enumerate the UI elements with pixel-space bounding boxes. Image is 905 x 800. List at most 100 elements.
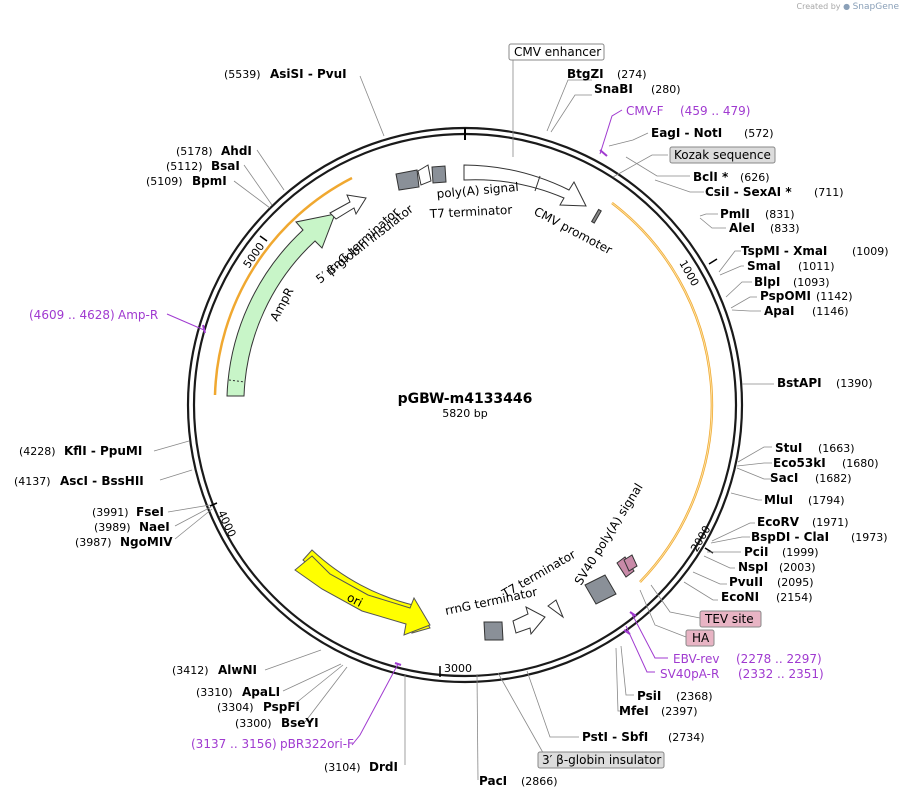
svg-text:(1390): (1390) — [836, 377, 873, 390]
enzyme-bsshii: (4137)AscI - BssHII — [14, 474, 144, 488]
snapgene-watermark: Created by ● SnapGene — [797, 2, 900, 12]
enzyme-ecorv: EcoRV (1971) — [757, 515, 849, 529]
svg-text:(5112): (5112) — [166, 160, 203, 173]
svg-text:ApaI: ApaI — [764, 304, 794, 318]
svg-text:(1680): (1680) — [842, 457, 879, 470]
svg-text:(1663): (1663) — [818, 442, 855, 455]
enzyme-tspmi: TspMI - XmaI(1009) — [741, 244, 889, 258]
enzyme-bcli: BclI * (626) — [693, 170, 770, 184]
svg-text:(1146): (1146) — [812, 305, 849, 318]
svg-text:KflI - PpuMI: KflI - PpuMI — [64, 444, 142, 458]
svg-text:(2154): (2154) — [776, 591, 813, 604]
polya-signal-label: poly(A) signal — [436, 180, 519, 201]
enzyme-bsai: (5112) BsaI — [166, 159, 240, 173]
svg-text:(5109): (5109) — [146, 175, 183, 188]
svg-text:(280): (280) — [651, 83, 681, 96]
svg-text:(3304): (3304) — [217, 701, 254, 714]
svg-text:(626): (626) — [740, 171, 770, 184]
primer-leader-lines — [166, 109, 668, 746]
tev-boxed-label: TEV site — [699, 610, 762, 628]
svg-text:(1093): (1093) — [793, 276, 830, 289]
svg-text:NaeI: NaeI — [139, 520, 170, 534]
watermark-brand: SnapGene — [852, 2, 899, 12]
svg-text:BseYI: BseYI — [281, 716, 319, 730]
svg-text:SmaI: SmaI — [747, 259, 781, 273]
svg-text:(3104): (3104) — [324, 761, 361, 774]
svg-text:(3412): (3412) — [172, 664, 209, 677]
svg-text:EBV-rev: EBV-rev — [673, 652, 719, 666]
svg-text:3000: 3000 — [444, 662, 472, 675]
enzyme-pvuii: PvuII (2095) — [729, 575, 814, 589]
enzyme-apali: (3310)ApaLI — [196, 685, 280, 699]
svg-text:(1971): (1971) — [812, 516, 849, 529]
tick-2000: 2000 — [688, 523, 713, 554]
svg-text:(459 .. 479): (459 .. 479) — [680, 104, 750, 118]
svg-text:NgoMIV: NgoMIV — [120, 535, 173, 549]
svg-text:BclI *: BclI * — [693, 170, 729, 184]
svg-text:PmlI: PmlI — [720, 207, 750, 221]
svg-text:(2095): (2095) — [777, 576, 814, 589]
svg-text:(711): (711) — [814, 186, 844, 199]
primer-ampr: (4609 .. 4628)Amp-R — [29, 308, 158, 322]
svg-text:PciI: PciI — [744, 545, 769, 559]
kozak-boxed-label: Kozak sequence — [669, 146, 776, 164]
beta-globin-5-label: 5′ β-globin insulator — [313, 202, 416, 287]
primer-cmvf: CMV-F(459 .. 479) — [626, 104, 750, 118]
enzyme-drdi: (3104) DrdI — [324, 760, 398, 774]
ha-boxed-label: HA — [685, 629, 715, 647]
svg-text:(4228): (4228) — [19, 445, 56, 458]
svg-text:(1682): (1682) — [815, 472, 852, 485]
svg-text:PspOMI: PspOMI — [760, 289, 811, 303]
enzyme-eco53ki: Eco53kI(1680) — [773, 456, 879, 470]
svg-text:(2866): (2866) — [521, 775, 558, 788]
svg-text:MfeI: MfeI — [619, 704, 649, 718]
enzyme-ahdi: (5178)AhdI — [176, 144, 252, 158]
svg-text:(1011): (1011) — [798, 260, 835, 273]
svg-text:PvuII: PvuII — [729, 575, 763, 589]
enzyme-alwni: (3412)AlwNI — [172, 663, 257, 677]
globin3-boxed-label: 3′ β-globin insulator — [537, 751, 665, 769]
svg-text:DrdI: DrdI — [369, 760, 398, 774]
enzyme-alei: AleI(833) — [729, 221, 800, 235]
svg-text:(2368): (2368) — [676, 690, 713, 703]
svg-text:HA: HA — [692, 631, 710, 645]
svg-text:(4609 .. 4628): (4609 .. 4628) — [29, 308, 115, 322]
svg-text:(833): (833) — [770, 222, 800, 235]
enzyme-bpmi: (5109)BpmI — [146, 174, 227, 188]
enzyme-saci: SacI (1682) — [770, 471, 852, 485]
svg-text:pBR322ori-F: pBR322ori-F — [280, 737, 354, 751]
svg-text:SacI: SacI — [770, 471, 798, 485]
primer-sv40par: SV40pA-R(2332 .. 2351) — [660, 667, 824, 681]
svg-text:BsaI: BsaI — [211, 159, 240, 173]
plasmid-size: 5820 bp — [442, 407, 487, 420]
svg-text:BstAPI: BstAPI — [777, 376, 822, 390]
svg-text:AhdI: AhdI — [221, 144, 252, 158]
enzyme-nspi: NspI(2003) — [738, 560, 816, 574]
svg-text:PstI - SbfI: PstI - SbfI — [582, 730, 648, 744]
svg-text:BtgZI: BtgZI — [567, 67, 604, 81]
enzyme-paci: PacI (2866) — [479, 774, 558, 788]
svg-text:EcoRV: EcoRV — [757, 515, 800, 529]
svg-text:TEV site: TEV site — [704, 612, 754, 626]
primer-ebvrev: EBV-rev(2278 .. 2297) — [673, 652, 822, 666]
svg-text:(3300): (3300) — [235, 717, 272, 730]
svg-text:(1794): (1794) — [808, 494, 845, 507]
svg-text:2000: 2000 — [688, 523, 713, 554]
primer-pbr322: (3137 .. 3156)pBR322ori-F — [191, 737, 354, 751]
plasmid-name: pGBW-m4133446 — [398, 391, 533, 407]
svg-text:AscI - BssHII: AscI - BssHII — [60, 474, 144, 488]
enzyme-mfei: MfeI(2397) — [619, 704, 698, 718]
tick-3000: 3000 — [439, 662, 472, 677]
svg-text:MluI: MluI — [764, 493, 793, 507]
svg-text:PacI: PacI — [479, 774, 507, 788]
ampr-feature-arrow — [226, 213, 336, 397]
svg-text:CsiI - SexAI *: CsiI - SexAI * — [705, 185, 792, 199]
rrng-terminator-top-arrow — [329, 194, 367, 220]
svg-text:StuI: StuI — [775, 441, 802, 455]
svg-text:Amp-R: Amp-R — [118, 308, 158, 322]
enzyme-pcii: PciI(1999) — [744, 545, 819, 559]
ori-label: ori — [345, 590, 365, 610]
svg-text:4000: 4000 — [215, 508, 239, 539]
cmv-enhancer-boxed-label: CMV enhancer — [508, 43, 605, 61]
svg-text:BspDI - ClaI: BspDI - ClaI — [751, 530, 829, 544]
